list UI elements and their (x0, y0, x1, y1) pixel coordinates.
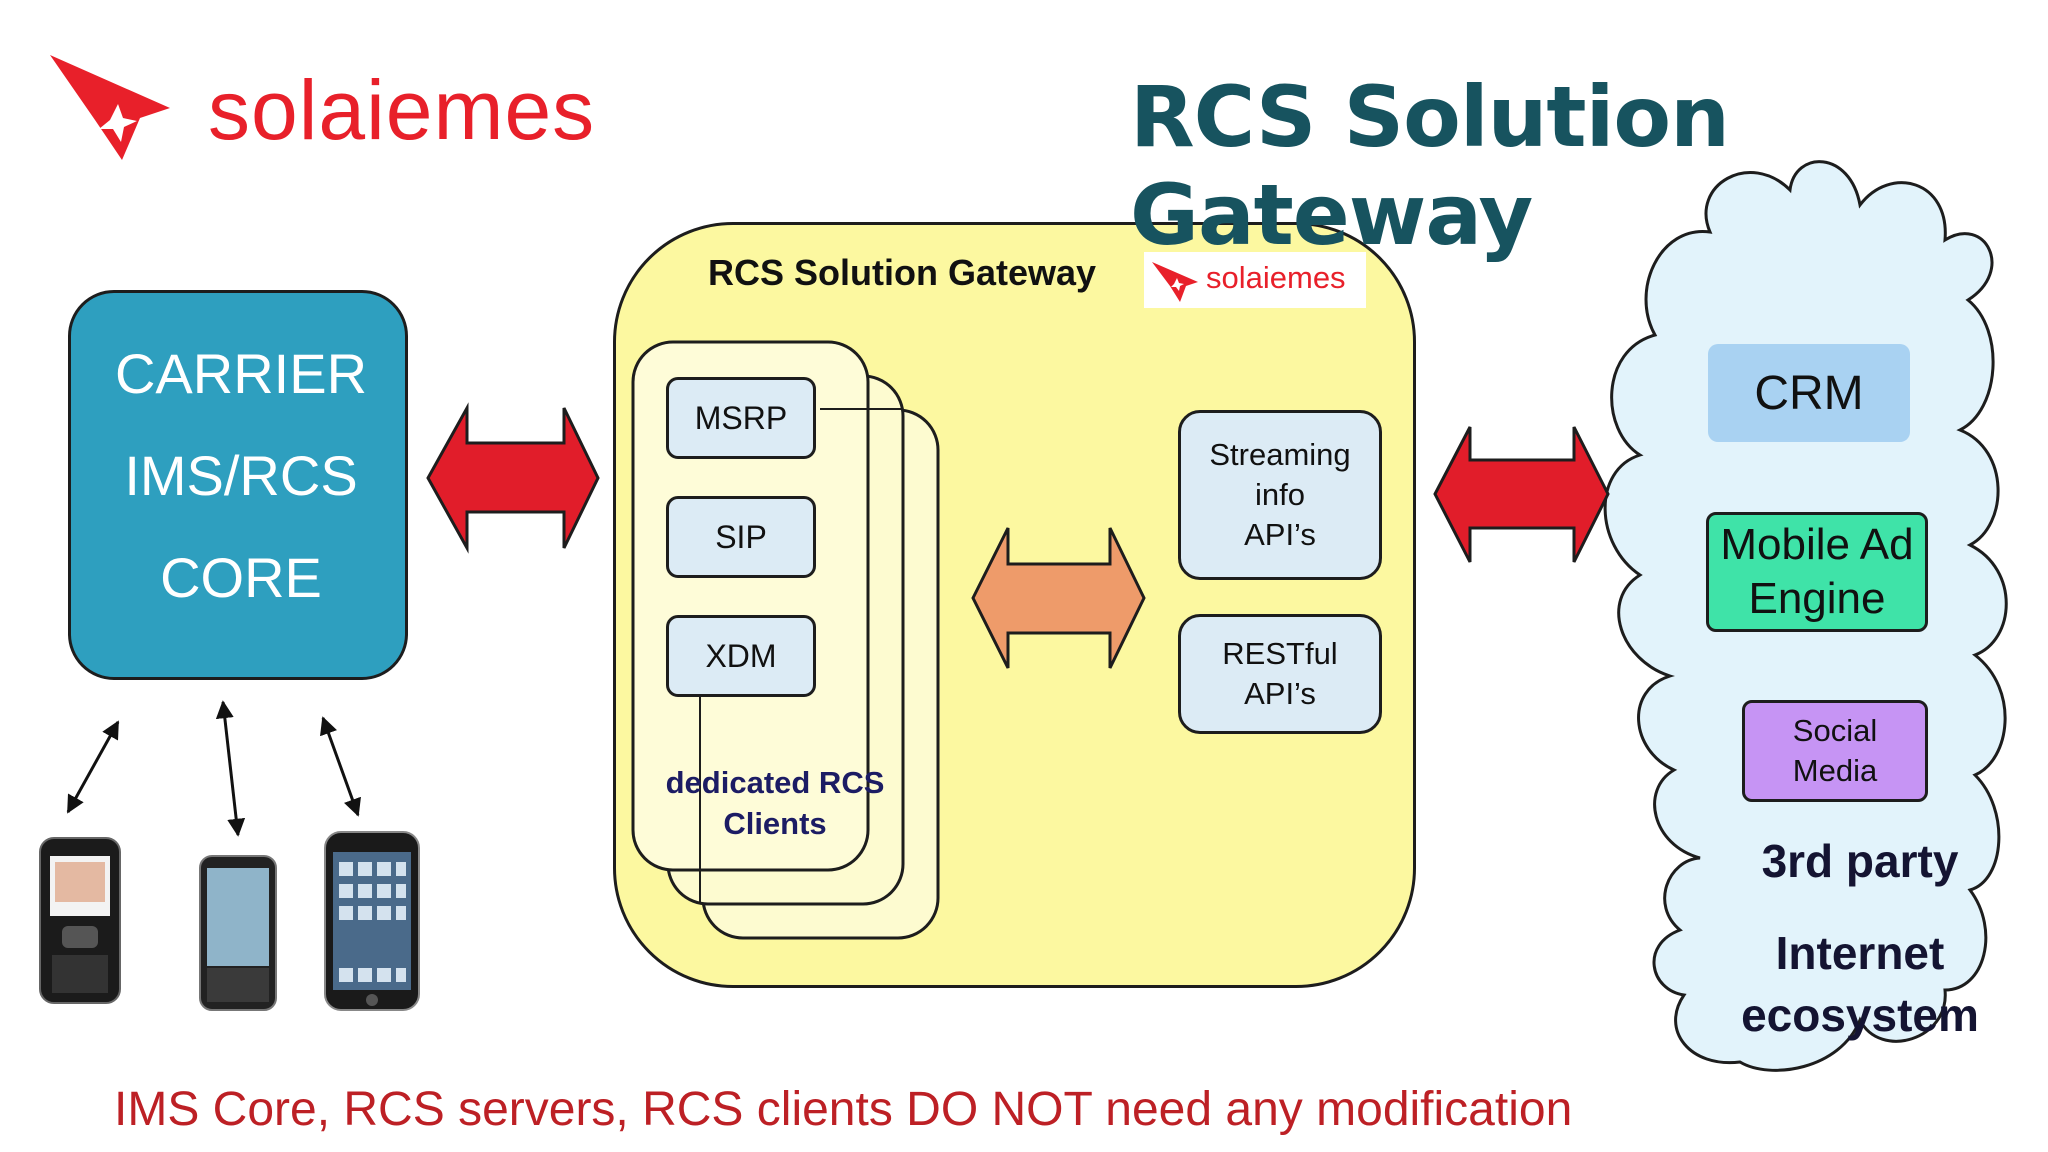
carrier-core-box: CARRIER IMS/RCS CORE (68, 290, 408, 680)
connection-arrow (66, 720, 120, 814)
third-party-label-line: 3rd party (1761, 835, 1959, 887)
api-line: Streaming (1209, 437, 1351, 472)
bidirectional-arrow-icon (426, 402, 600, 554)
clients-label: dedicated RCS Clients (640, 762, 910, 844)
protocol-box-sip: SIP (666, 496, 816, 578)
gateway-logo-text: solaiemes (1206, 260, 1346, 295)
star-logo-icon (50, 55, 170, 160)
gateway-logo-panel (1144, 252, 1366, 308)
social-media-box: Social Media (1742, 700, 1928, 802)
streaming-api-box: Streaming info API’s (1178, 410, 1382, 580)
third-party-label-line: Internet (1775, 927, 1945, 979)
protocol-box-xdm: XDM (666, 615, 816, 697)
phone-icon (39, 837, 121, 1004)
mobile-ad-engine-box: Mobile Ad Engine (1706, 512, 1928, 632)
footer-note: IMS Core, RCS servers, RCS clients DO NO… (114, 1083, 1573, 1136)
header-logo-text: solaiemes (208, 63, 596, 157)
crm-box: CRM (1708, 344, 1910, 442)
carrier-line: IMS/RCS (124, 444, 358, 507)
carrier-line: CARRIER (114, 342, 368, 405)
api-line: info (1255, 477, 1305, 512)
api-line: RESTful (1222, 636, 1338, 671)
connection-arrow (215, 700, 246, 837)
social-line: Social (1792, 713, 1878, 748)
connection-arrow (320, 716, 361, 817)
phone-icon (199, 855, 277, 1011)
restful-api-box: RESTful API’s (1178, 614, 1382, 734)
api-line: API’s (1244, 676, 1316, 711)
social-line: Media (1792, 753, 1878, 788)
gateway-title: RCS Solution Gateway (708, 252, 1097, 293)
ad-engine-line: Mobile Ad (1720, 520, 1914, 569)
carrier-line: CORE (160, 546, 322, 609)
star-logo-icon (1152, 262, 1198, 302)
clients-label-line: dedicated RCS (665, 765, 885, 800)
clients-label-line: Clients (723, 806, 827, 841)
protocol-box-msrp: MSRP (666, 377, 816, 459)
api-line: API’s (1244, 517, 1316, 552)
client-stack-front (631, 340, 870, 872)
bidirectional-arrow-icon (971, 527, 1146, 669)
ad-engine-line: Engine (1748, 574, 1886, 623)
third-party-label-line: ecosystem (1741, 989, 1979, 1041)
phone-icon (324, 831, 420, 1011)
page-title: RCS Solution Gateway (1130, 68, 1730, 264)
bidirectional-arrow-icon (1433, 426, 1610, 563)
